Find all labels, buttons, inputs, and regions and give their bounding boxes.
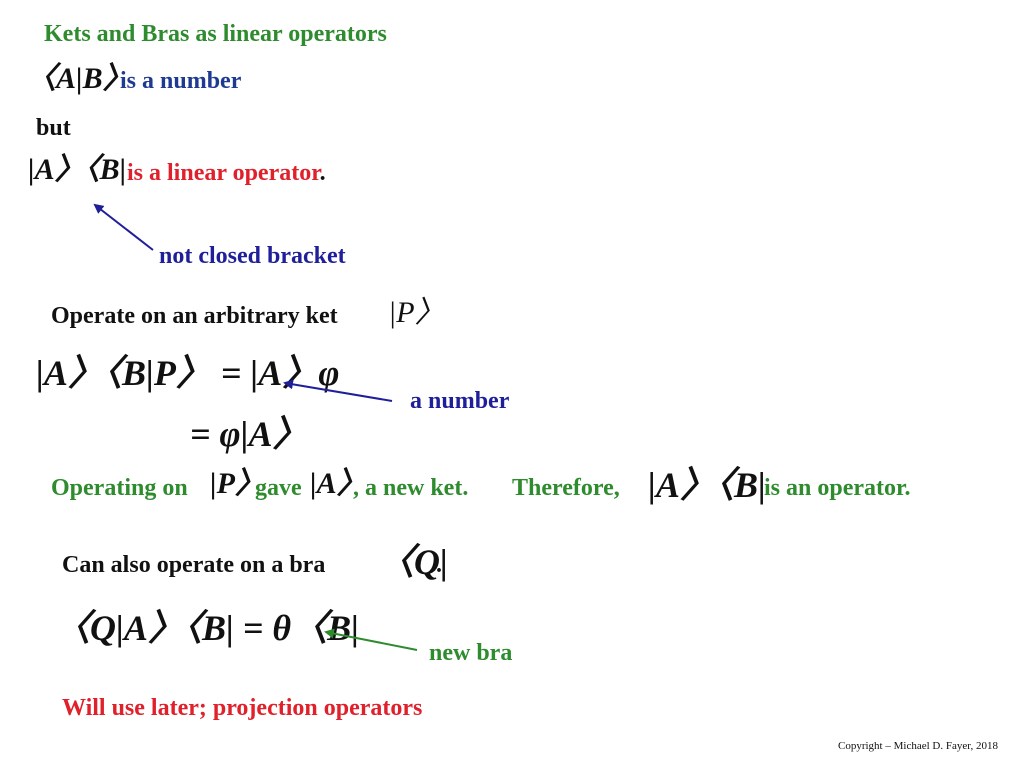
bra-text: Can also operate on a bra (62, 552, 326, 578)
operating-on-text: Operating on (51, 475, 188, 501)
operate-text: Operate on an arbitrary ket (51, 303, 338, 329)
equation-2: = φ|A〉 (190, 414, 309, 454)
linear-operator-line: is a linear operator. (127, 161, 326, 185)
bra-q: 〈Q| (378, 542, 448, 582)
projection-operators-note: Will use later; projection operators (62, 695, 423, 721)
arrow-not-closed-bracket (93, 203, 154, 251)
but-text: but (36, 115, 71, 141)
copyright-text: Copyright – Michael D. Fayer, 2018 (838, 740, 998, 752)
braket-ab: 〈A|B〉 (26, 62, 133, 95)
is-an-operator-text: is an operator. (764, 475, 911, 501)
a-number-note: a number (410, 388, 510, 414)
new-bra-note: new bra (429, 640, 513, 666)
arrow-new-bra (324, 628, 418, 651)
is-a-number-text: is a number (120, 68, 242, 94)
operating-ket-a: |A〉 (310, 467, 367, 500)
slide-title: Kets and Bras as linear operators (44, 21, 387, 47)
new-ket-text: , a new ket. (353, 475, 469, 501)
not-closed-bracket-note: not closed bracket (159, 243, 346, 269)
ket-p: |P〉 (388, 296, 445, 329)
bra-period: . (436, 552, 442, 578)
operating-ket-p: |P〉 (210, 467, 265, 500)
linear-operator-period: . (319, 160, 326, 186)
equation-3: 〈Q|A〉〈B| = θ〈B| (54, 608, 360, 648)
ketbra-ab: |A〉〈B| (28, 153, 127, 186)
operator-ab: |A〉〈B| (648, 465, 766, 505)
linear-operator-text: is a linear operator (127, 160, 320, 186)
gave-text: gave (255, 475, 302, 501)
arrow-a-number (283, 379, 393, 402)
therefore-text: Therefore, (512, 475, 620, 501)
